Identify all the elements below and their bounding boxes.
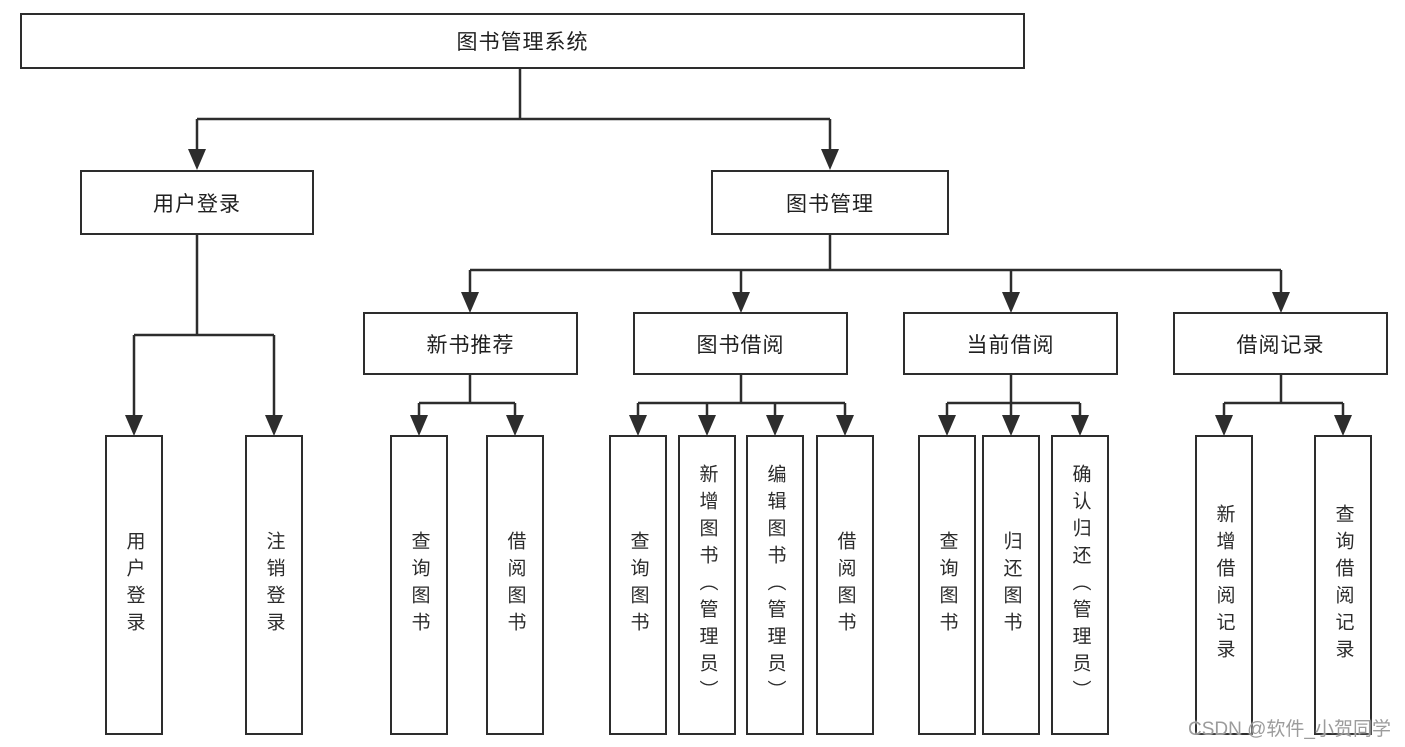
leaf-label: 确认归还（管理员） — [1069, 463, 1091, 707]
leaf-label: 编辑图书（管理员） — [764, 463, 786, 707]
leaf-return-books: 归还图书 — [982, 435, 1040, 735]
leaf-user-login: 用户登录 — [105, 435, 163, 735]
leaf-query-books-current: 查询图书 — [918, 435, 976, 735]
csdn-watermark: CSDN @软件_小贺同学 — [1188, 719, 1391, 740]
leaf-logout: 注销登录 — [245, 435, 303, 735]
node-book-management: 图书管理 — [711, 170, 949, 235]
leaf-borrow-books-recommend: 借阅图书 — [486, 435, 544, 735]
leaf-query-books-recommend: 查询图书 — [390, 435, 448, 735]
leaf-label: 查询借阅记录 — [1332, 504, 1354, 666]
leaf-query-books-borrow: 查询图书 — [609, 435, 667, 735]
leaf-label: 查询图书 — [627, 531, 649, 639]
leaf-label: 注销登录 — [263, 531, 285, 639]
leaf-confirm-return-admin: 确认归还（管理员） — [1051, 435, 1109, 735]
node-label: 新书推荐 — [426, 333, 515, 357]
node-user-login: 用户登录 — [80, 170, 314, 235]
leaf-label: 用户登录 — [123, 531, 145, 639]
node-book-borrow: 图书借阅 — [633, 312, 848, 375]
node-label: 图书借阅 — [696, 333, 785, 357]
leaf-label: 查询图书 — [408, 531, 430, 639]
leaf-query-borrow-record: 查询借阅记录 — [1314, 435, 1372, 735]
node-label: 图书管理 — [786, 192, 874, 216]
leaf-label: 新增借阅记录 — [1213, 504, 1235, 666]
leaf-label: 新增图书（管理员） — [696, 463, 718, 707]
node-borrow-records: 借阅记录 — [1173, 312, 1388, 375]
node-label: 用户登录 — [153, 192, 241, 216]
leaf-label: 借阅图书 — [504, 531, 526, 639]
node-label: 图书管理系统 — [456, 31, 589, 54]
leaf-add-books-admin: 新增图书（管理员） — [678, 435, 736, 735]
node-library-management-system: 图书管理系统 — [20, 13, 1025, 69]
leaf-borrow-books: 借阅图书 — [816, 435, 874, 735]
node-new-book-recommend: 新书推荐 — [363, 312, 578, 375]
leaf-add-borrow-record: 新增借阅记录 — [1195, 435, 1253, 735]
leaf-label: 归还图书 — [1000, 531, 1022, 639]
leaf-label: 借阅图书 — [834, 531, 856, 639]
node-label: 借阅记录 — [1236, 333, 1325, 357]
leaf-label: 查询图书 — [936, 531, 958, 639]
node-label: 当前借阅 — [966, 333, 1055, 357]
leaf-edit-books-admin: 编辑图书（管理员） — [746, 435, 804, 735]
node-current-borrow: 当前借阅 — [903, 312, 1118, 375]
